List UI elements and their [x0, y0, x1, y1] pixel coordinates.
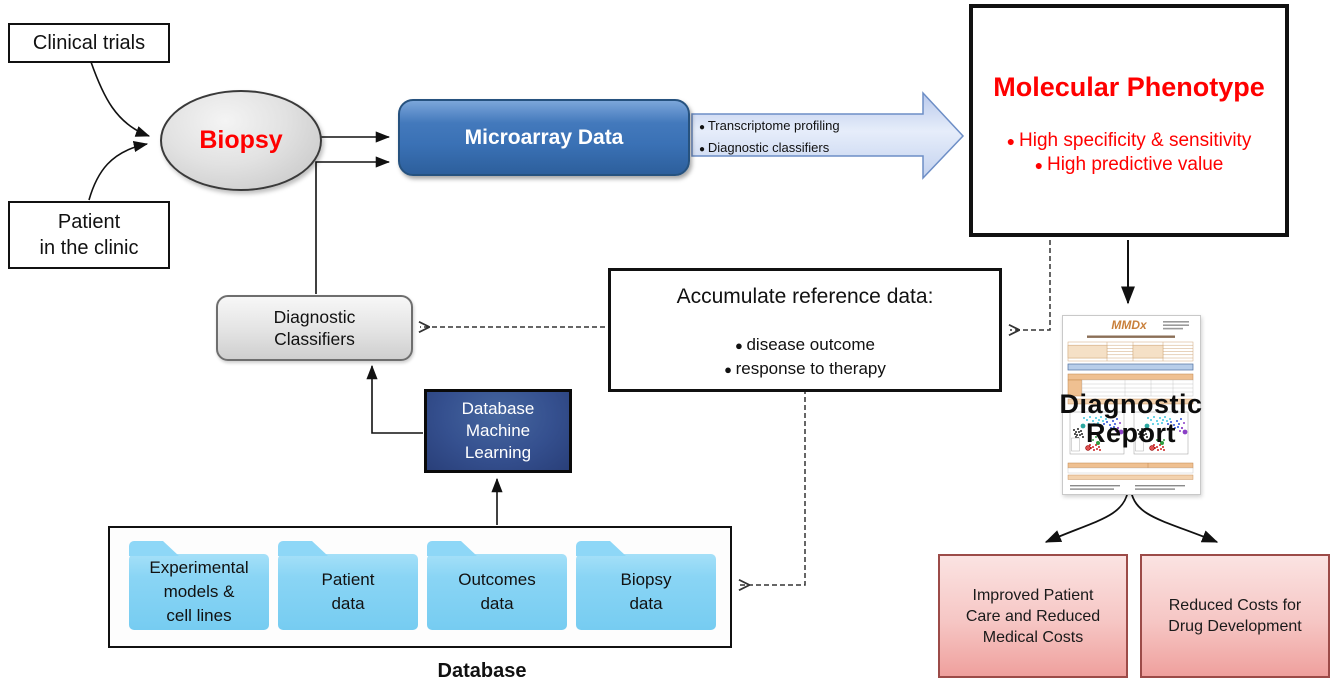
accumulate-bullets: disease outcome response to therapy — [611, 333, 999, 381]
dashed-accumulate-to-database — [740, 389, 806, 585]
care-line-3: Medical Costs — [982, 628, 1084, 646]
report-overlay-line-1: Diagnostic — [1059, 389, 1203, 419]
folder1-line-3: cell lines — [166, 606, 232, 625]
mp-bullet-1: High specificity & sensitivity — [973, 129, 1285, 153]
report-address-lines — [1163, 321, 1189, 330]
care-line-2: Care and Reduced — [965, 607, 1101, 625]
clinical-trials-box: Clinical trials — [8, 23, 170, 63]
care-line-1: Improved Patient — [972, 586, 1094, 604]
arrow-report-to-care — [1044, 490, 1129, 543]
clinical-trials-label: Clinical trials — [32, 32, 146, 54]
machine-learning-label: Database Machine Learning — [462, 398, 535, 464]
folder-biopsy-data: Biopsy data — [576, 554, 716, 630]
folder1-line-1: Experimental — [149, 558, 249, 577]
arrow-clinical-to-biopsy — [90, 61, 151, 137]
database-container: Experimental models & cell lines Patient… — [108, 526, 732, 648]
patient-line-1: Patient — [57, 211, 121, 233]
diagnostic-classifiers-node: Diagnostic Classifiers — [216, 295, 413, 361]
report-thumbnail-graphic: MMDx — [1067, 318, 1194, 490]
folder-patient-data: Patient data — [278, 554, 418, 630]
microarray-node: Microarray Data — [398, 99, 690, 176]
report-subtitle-line — [1087, 335, 1175, 338]
accumulate-bullet-2: response to therapy — [611, 357, 999, 381]
folder3-line-1: Outcomes — [458, 570, 536, 589]
improved-care-label: Improved Patient Care and Reduced Medica… — [966, 585, 1100, 648]
report-footer-rows — [1067, 462, 1194, 490]
report-info-table — [1067, 341, 1194, 362]
report-blue-bar — [1067, 363, 1194, 371]
reduced-costs-box: Reduced Costs for Drug Development — [1140, 554, 1330, 678]
patient-line-2: in the clinic — [39, 237, 139, 259]
molecular-phenotype-title: Molecular Phenotype — [993, 72, 1265, 102]
report-logo: MMDx — [1111, 318, 1148, 332]
dashed-phenotype-to-accumulate — [1010, 240, 1051, 330]
diagnostic-classifiers-label: Diagnostic Classifiers — [274, 306, 356, 350]
reduced-costs-label: Reduced Costs for Drug Development — [1168, 595, 1301, 637]
accumulate-title: Accumulate reference data: — [676, 285, 934, 308]
folder4-line-1: Biopsy — [620, 570, 672, 589]
ml-line-2: Machine — [465, 421, 531, 440]
molecular-phenotype-bullets: High specificity & sensitivity High pred… — [973, 129, 1285, 177]
arrow-ml-to-classifiers — [366, 364, 423, 434]
drug-line-1: Reduced Costs for — [1168, 597, 1302, 614]
report-main-table — [1067, 373, 1194, 405]
accumulate-bullet-1: disease outcome — [611, 333, 999, 357]
biopsy-node: Biopsy — [160, 90, 322, 191]
flow-arrow-text: Transcriptome profiling Diagnostic class… — [699, 116, 904, 160]
folder2-line-1: Patient — [321, 570, 375, 589]
classifiers-line-1: Diagnostic — [273, 307, 356, 327]
flow-bullet-2: Diagnostic classifiers — [699, 138, 904, 160]
folder-experimental-models: Experimental models & cell lines — [129, 554, 269, 630]
ml-line-3: Learning — [464, 443, 532, 462]
biopsy-label: Biopsy — [199, 126, 283, 154]
folder-outcomes-data: Outcomes data — [427, 554, 567, 630]
folder3-line-2: data — [480, 594, 514, 613]
microarray-label: Microarray Data — [464, 125, 624, 149]
classifiers-line-2: Classifiers — [274, 329, 355, 349]
flow-bullet-1: Transcriptome profiling — [699, 116, 904, 138]
ml-line-1: Database — [461, 399, 535, 418]
report-overlay-line-2: Report — [1086, 418, 1176, 448]
patient-clinic-label: Patient in the clinic — [40, 209, 139, 261]
arrow-patient-to-biopsy — [88, 141, 149, 201]
patient-clinic-box: Patient in the clinic — [8, 201, 170, 269]
accumulate-box: Accumulate reference data: disease outco… — [608, 268, 1002, 392]
drug-line-2: Drug Development — [1168, 618, 1302, 635]
folder1-line-2: models & — [163, 582, 235, 601]
database-label: Database — [437, 660, 527, 682]
machine-learning-node: Database Machine Learning — [424, 389, 572, 473]
mp-bullet-2: High predictive value — [973, 153, 1285, 177]
report-overlay-title: Diagnostic Report — [1040, 390, 1222, 448]
molecular-phenotype-box: Molecular Phenotype High specificity & s… — [969, 4, 1289, 237]
folder4-line-2: data — [629, 594, 663, 613]
improved-care-box: Improved Patient Care and Reduced Medica… — [938, 554, 1128, 678]
folder2-line-2: data — [331, 594, 365, 613]
arrow-classifiers-to-microarray — [315, 156, 391, 294]
diagnostic-report-thumbnail: MMDx — [1062, 315, 1201, 495]
arrow-report-to-drug — [1130, 490, 1219, 543]
